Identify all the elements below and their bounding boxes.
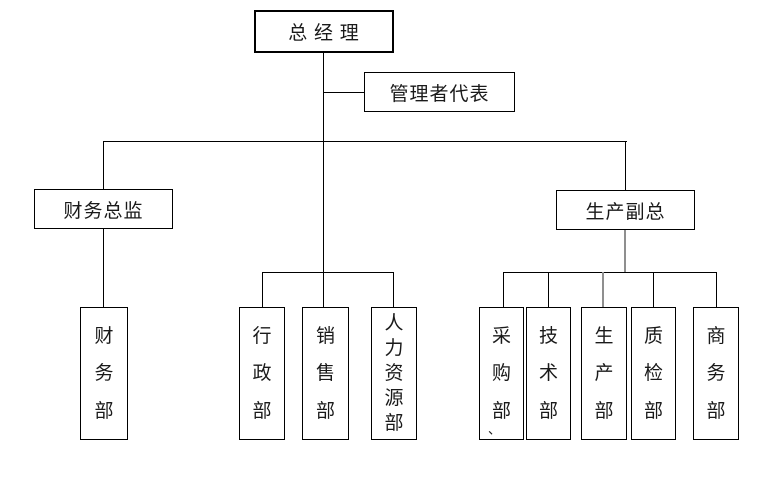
node-commerce-dept-label: 商务部: [706, 325, 726, 422]
connector-finance-director-to-finance-dept: [103, 229, 104, 307]
node-management-rep-label: 管理者代表: [389, 83, 490, 105]
connector-management-rep: [323, 92, 365, 93]
node-purchasing-dept: 采购部 、: [479, 307, 524, 440]
node-technology-dept-label: 技术部: [538, 325, 558, 422]
node-quality-dept: 质检部: [631, 307, 676, 440]
node-sales-dept-label: 销售部: [315, 325, 335, 422]
node-commerce-dept: 商务部: [693, 307, 739, 440]
connector-drop-admin-dept: [262, 272, 263, 307]
node-purchasing-dept-label: 采购部: [491, 325, 511, 422]
connector-trunk: [323, 53, 324, 307]
node-management-rep: 管理者代表: [364, 72, 515, 112]
connector-right-group: [503, 272, 717, 273]
node-production-dept: 生产部: [581, 307, 627, 440]
node-finance-dept-label: 财务部: [94, 325, 114, 422]
node-production-vp-label: 生产副总: [585, 201, 666, 223]
node-sales-dept: 销售部: [302, 307, 349, 440]
node-production-vp: 生产副总: [556, 190, 695, 230]
connector-drop-technology-dept: [548, 272, 549, 307]
connector-drop-production-dept: [602, 272, 604, 307]
connector-drop-finance-director: [103, 141, 104, 189]
node-finance-dept: 财务部: [80, 307, 128, 440]
node-hr-dept-label: 人力资源部: [384, 313, 404, 434]
connector-branch-level1: [103, 141, 627, 142]
node-admin-dept: 行政部: [239, 307, 285, 440]
connector-drop-hr-dept: [393, 272, 394, 307]
connector-production-vp-down: [624, 230, 626, 272]
node-quality-dept-label: 质检部: [643, 325, 663, 422]
connector-drop-purchasing-dept: [503, 272, 504, 307]
node-production-dept-label: 生产部: [594, 325, 614, 422]
node-finance-director-label: 财务总监: [63, 200, 144, 222]
node-technology-dept: 技术部: [526, 307, 571, 440]
connector-drop-quality-dept: [653, 272, 654, 307]
node-general-manager-label: 总 经 理: [288, 23, 360, 44]
node-hr-dept: 人力资源部: [371, 307, 417, 440]
node-purchasing-dept-note: 、: [488, 422, 502, 437]
connector-middle-group: [262, 272, 393, 273]
connector-drop-production-vp: [625, 141, 626, 190]
node-general-manager: 总 经 理: [254, 10, 394, 53]
connector-drop-commerce-dept: [716, 272, 717, 307]
node-finance-director: 财务总监: [34, 189, 173, 229]
node-admin-dept-label: 行政部: [252, 325, 272, 422]
